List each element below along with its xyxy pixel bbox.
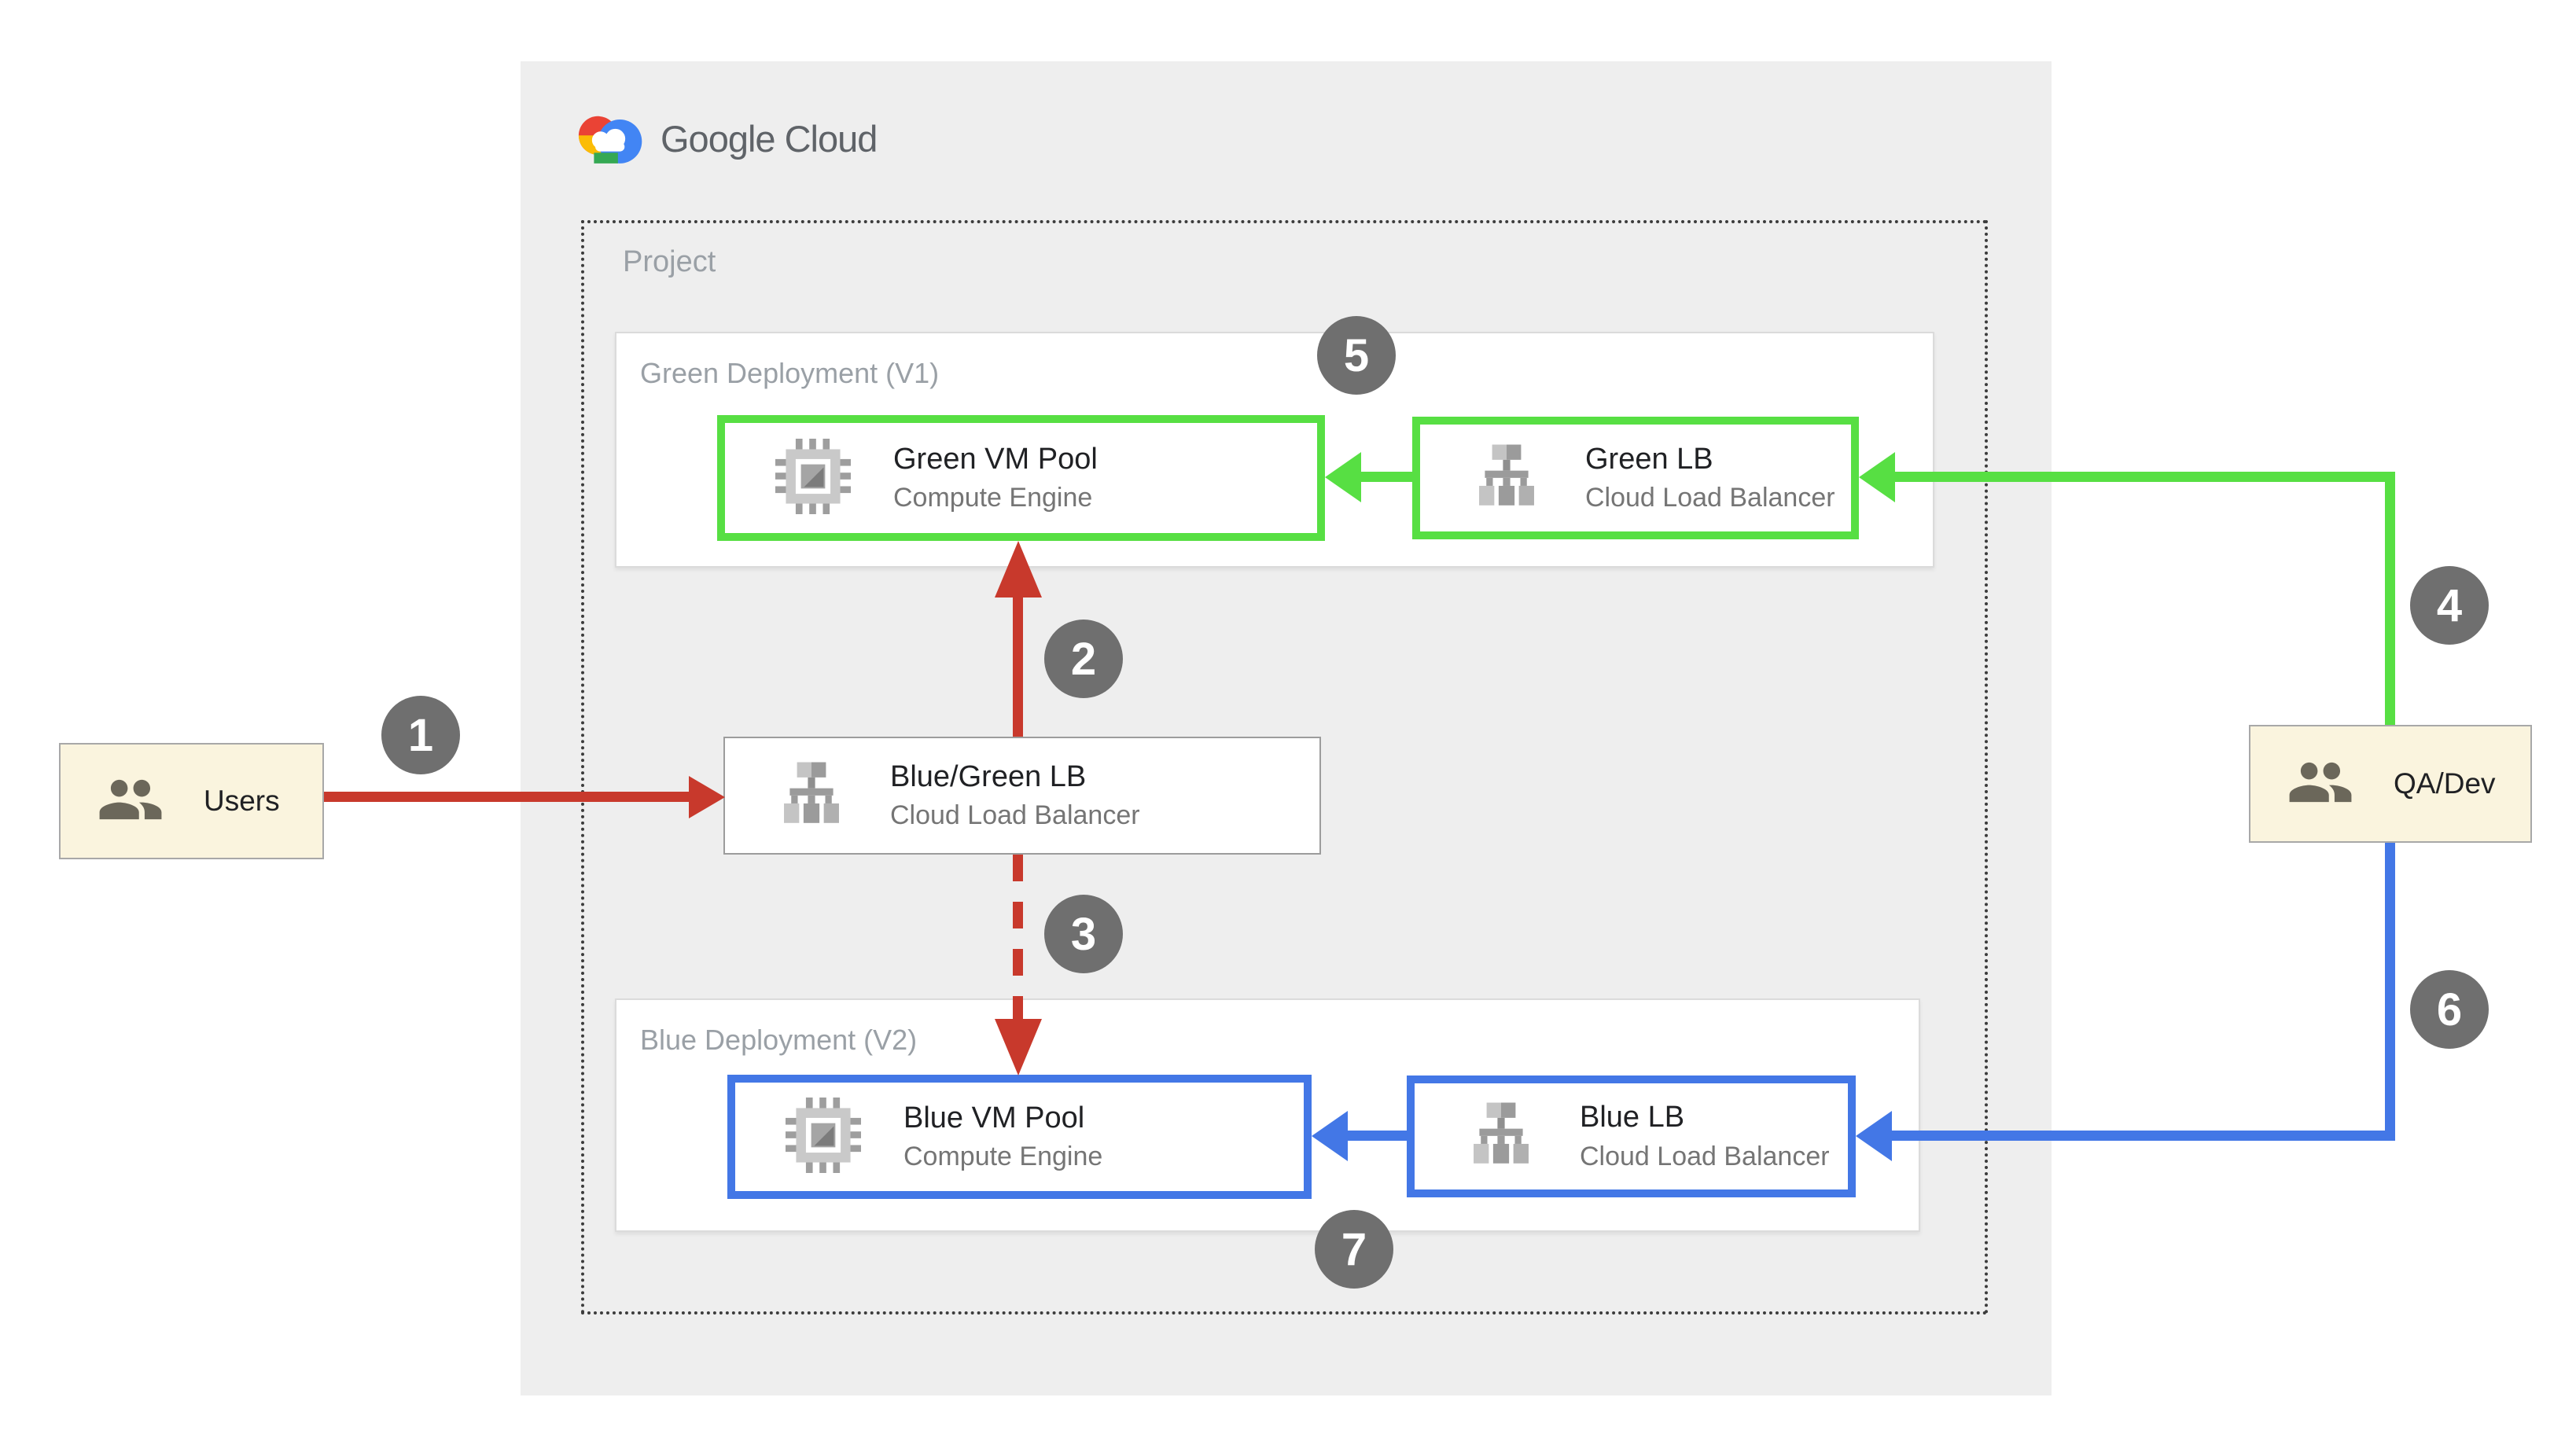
arrow-qadev-to-bluelb-head [1856, 1111, 1892, 1161]
arrow-greenlb-to-vmpool-head [1325, 452, 1361, 502]
arrow-qadev-to-greenlb-head [1859, 452, 1895, 502]
green-vm-pool-title: Green VM Pool [893, 442, 1098, 476]
arrow-router-to-blue-head [995, 1019, 1042, 1076]
green-vm-pool-product: Compute Engine [893, 483, 1093, 513]
compute-engine-chip-icon [786, 1097, 861, 1177]
blue-deployment-label: Blue Deployment (V2) [640, 1024, 918, 1056]
green-lb-node: Green LB Cloud Load Balancer [1412, 417, 1859, 539]
load-balancer-icon [775, 758, 848, 834]
blue-green-lb-product: Cloud Load Balancer [890, 800, 1140, 831]
load-balancer-icon [1465, 1098, 1537, 1175]
qa-dev-label: QA/Dev [2394, 767, 2496, 800]
green-lb-product: Cloud Load Balancer [1585, 483, 1835, 513]
arrow-users-to-router-line [324, 792, 689, 802]
arrow-router-to-green-head [995, 541, 1042, 598]
arrow-users-to-router-head [689, 776, 725, 818]
google-cloud-logo-icon [574, 108, 643, 169]
green-lb-title: Green LB [1585, 442, 1713, 476]
blue-vm-pool-title: Blue VM Pool [903, 1101, 1085, 1134]
step-badge-7: 7 [1315, 1210, 1393, 1289]
green-deployment-label: Green Deployment (V1) [640, 357, 940, 389]
arrow-router-to-blue-line [1013, 855, 1023, 1024]
blue-lb-node: Blue LB Cloud Load Balancer [1407, 1076, 1856, 1197]
blue-green-lb-title: Blue/Green LB [890, 759, 1087, 793]
blue-vm-pool-product: Compute Engine [903, 1142, 1103, 1172]
arrow-qadev-to-greenlb-vertical [2385, 472, 2395, 725]
blue-vm-pool-node: Blue VM Pool Compute Engine [727, 1075, 1312, 1199]
blue-green-lb-node: Blue/Green LB Cloud Load Balancer [723, 737, 1321, 855]
arrow-router-to-green-line [1013, 594, 1023, 737]
arrow-bluelb-to-vmpool-line [1348, 1131, 1407, 1141]
step-badge-4: 4 [2410, 566, 2489, 645]
arrow-bluelb-to-vmpool-head [1312, 1111, 1348, 1161]
load-balancer-icon [1470, 440, 1543, 517]
arrow-greenlb-to-vmpool-line [1361, 472, 1412, 482]
compute-engine-chip-icon [775, 438, 851, 518]
google-cloud-logo: Google Cloud [574, 108, 878, 169]
blue-lb-product: Cloud Load Balancer [1580, 1141, 1830, 1171]
step-badge-5: 5 [1317, 316, 1396, 395]
step-badge-1: 1 [381, 696, 460, 774]
step-badge-3: 3 [1044, 895, 1123, 973]
users-label: Users [204, 785, 280, 817]
blue-lb-title: Blue LB [1580, 1101, 1685, 1134]
arrow-qadev-to-bluelb-horizontal [1892, 1131, 2395, 1141]
project-boundary [581, 220, 1988, 1314]
users-group-icon [97, 766, 164, 837]
step-badge-6: 6 [2410, 970, 2489, 1049]
qa-dev-actor-box: QA/Dev [2249, 725, 2532, 843]
arrow-qadev-to-greenlb-horizontal [1895, 472, 2395, 482]
green-vm-pool-node: Green VM Pool Compute Engine [717, 415, 1325, 541]
project-label: Project [623, 245, 716, 278]
step-badge-2: 2 [1044, 620, 1123, 698]
users-actor-box: Users [59, 743, 324, 859]
arrow-qadev-to-bluelb-vertical [2385, 843, 2395, 1141]
brand-wordmark: Google Cloud [661, 118, 878, 160]
users-group-icon [2287, 748, 2354, 820]
